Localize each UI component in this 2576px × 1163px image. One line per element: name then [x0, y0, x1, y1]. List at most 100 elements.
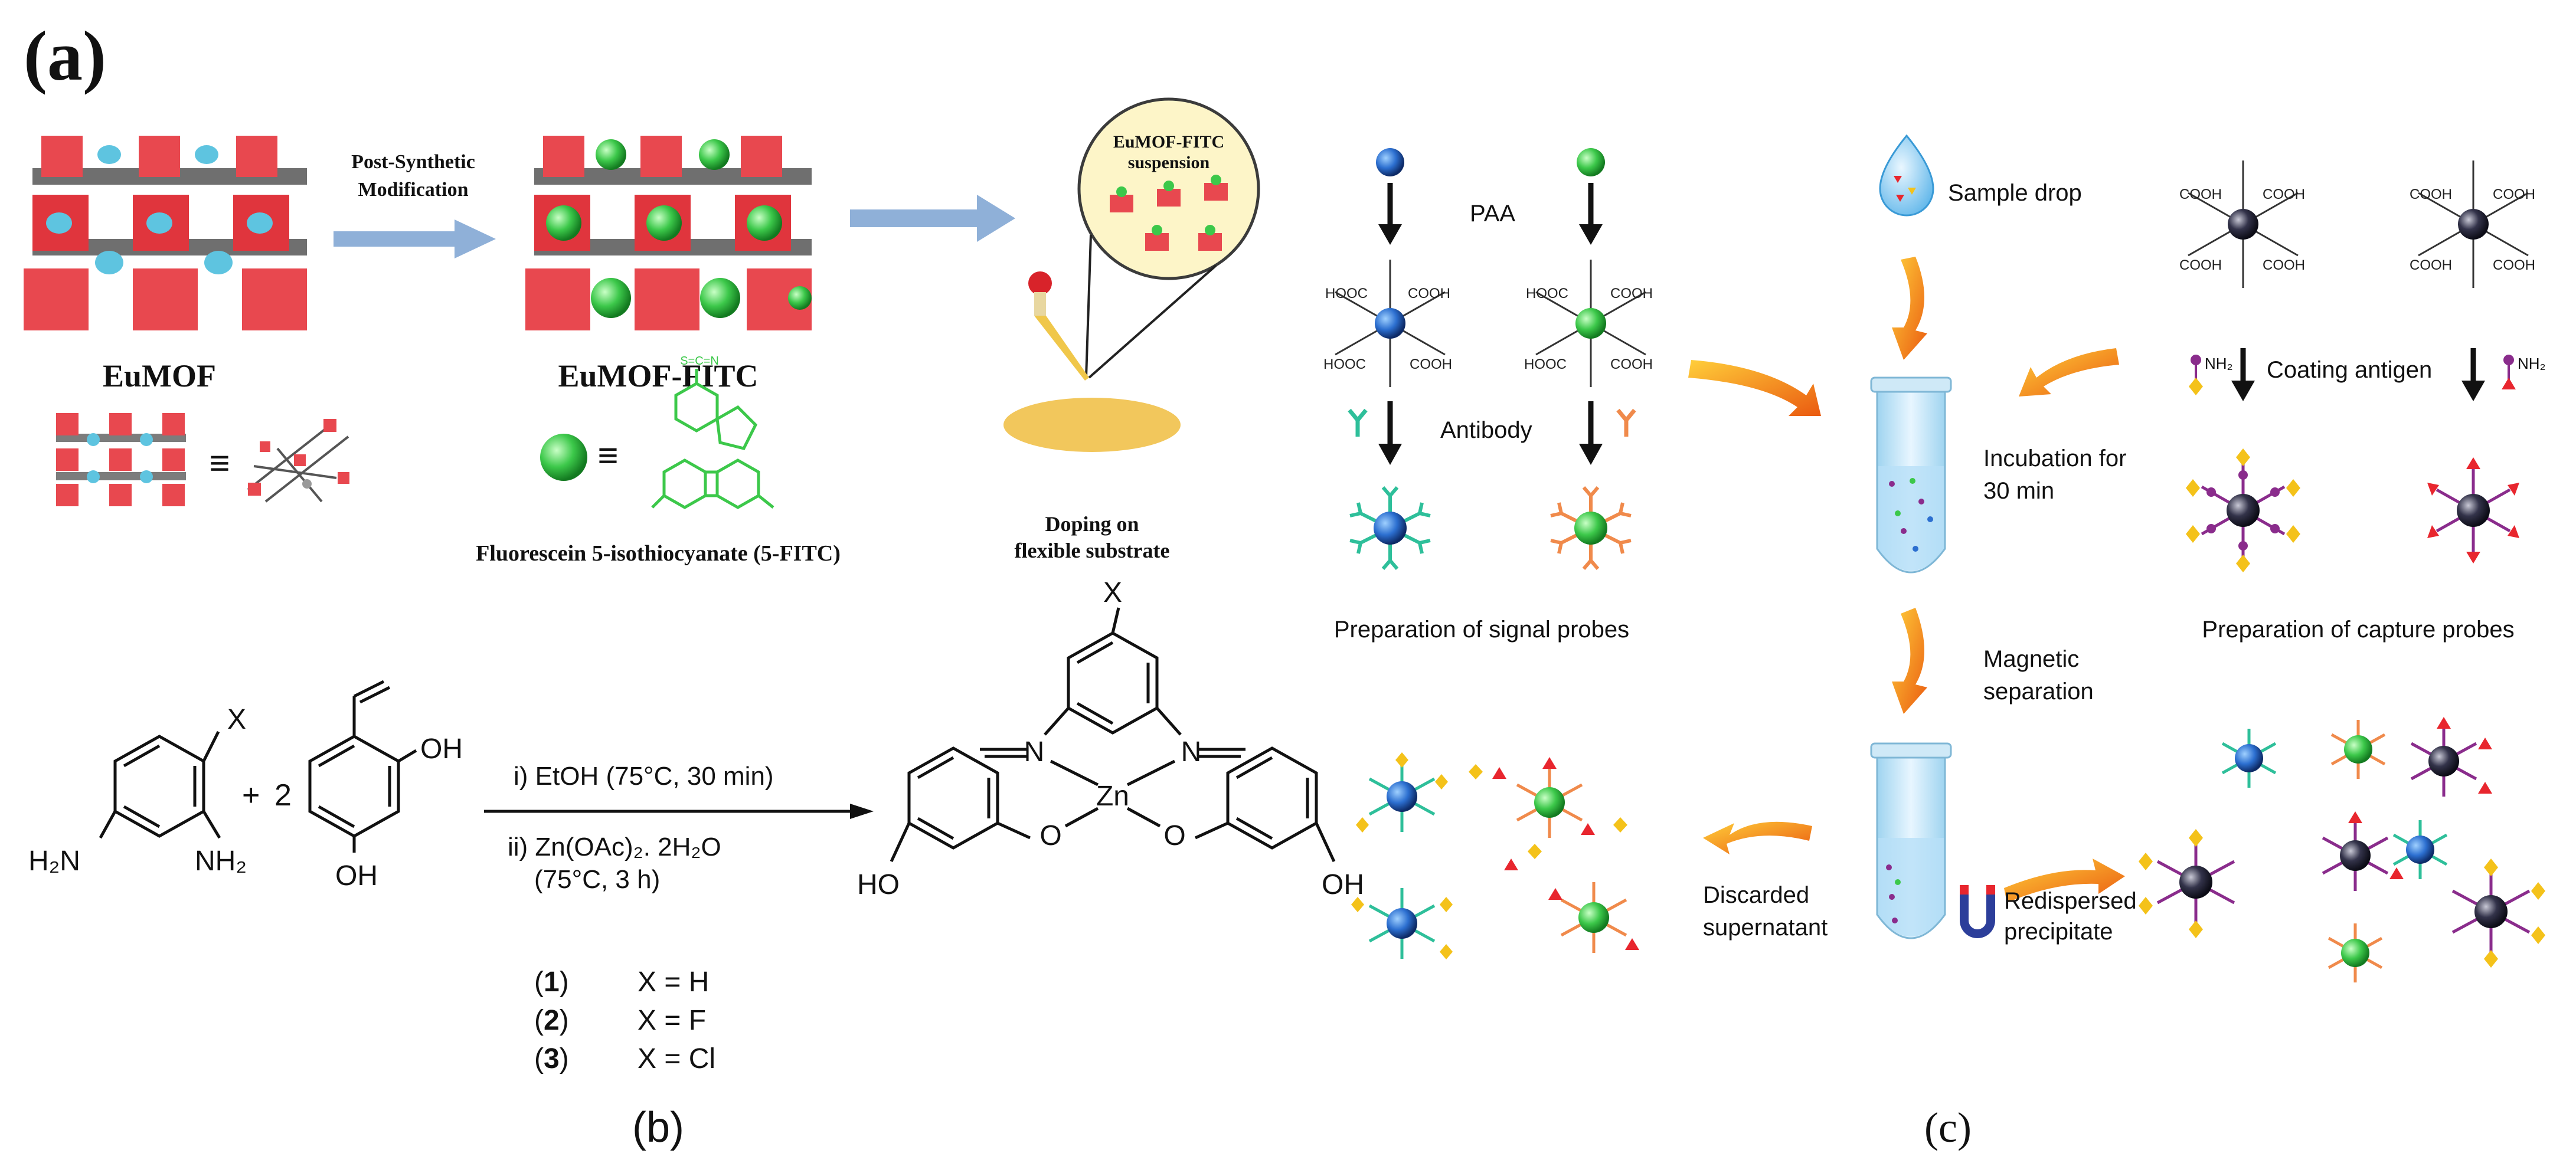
- precipitate-complex-1: [2139, 829, 2235, 938]
- compound-1-substituent: X = H: [638, 967, 709, 998]
- diamine-nh2-right: NH₂: [195, 846, 247, 877]
- arrow-to-doping: [850, 195, 1015, 242]
- eumof-label: EuMOF: [103, 358, 216, 394]
- precipitate-signal-probe-3: [2392, 820, 2448, 879]
- compound-2-number: (2): [534, 1005, 569, 1036]
- antibody-icon-orange: [1616, 408, 1636, 437]
- arrow-magnetic-separation: [1892, 608, 1927, 714]
- doping-label-2: flexible substrate: [1015, 539, 1170, 562]
- doping-label-1: Doping on: [1045, 512, 1139, 536]
- redispersed-label-2: precipitate: [2004, 919, 2113, 945]
- cooh-labels-signal: COOH HOOC COOH HOOC COOH HOOC COOH HOOC: [1323, 286, 1653, 372]
- paa-label: PAA: [1470, 201, 1515, 227]
- capture-probes-caption: Preparation of capture probes: [2202, 617, 2514, 643]
- antibody-icon-teal: [1348, 408, 1368, 437]
- cooh-blue-particle: [1335, 260, 1446, 387]
- arrow-coating-right-head: [2461, 381, 2485, 401]
- magnet-pole-left: [1960, 885, 1969, 895]
- precipitate-signal-probe-1: [2221, 729, 2277, 788]
- compound-2-substituent: X = F: [638, 1005, 706, 1036]
- panel-c: PAA COOH HOOC COOH HOOC COOH HOOC: [1323, 134, 2546, 1151]
- compound-1-number: (1): [534, 967, 569, 998]
- eumof-mini-framework: [56, 413, 186, 506]
- arrow-post-synthetic: [334, 220, 496, 258]
- sample-drop-analyte-3: [1896, 195, 1904, 202]
- aldehyde-oh-bottom: OH: [335, 860, 378, 892]
- suspension-particles: [1110, 175, 1228, 251]
- eumof-crystal-structure: [247, 419, 349, 503]
- eumof-framework-illustration: [24, 136, 307, 330]
- flexible-substrate: [1003, 398, 1181, 452]
- pipette-connector-2: [1088, 264, 1217, 379]
- sample-drop-analyte-1: [1894, 176, 1902, 183]
- magnet-pole-right: [1986, 885, 1995, 895]
- arrow-coating-left-head: [2231, 381, 2255, 401]
- product-n-right: N: [1181, 736, 1202, 768]
- condition-2: ii) Zn(OAc)₂. 2H₂O: [508, 833, 721, 861]
- suspension-label-1: EuMOF-FITC: [1113, 132, 1224, 152]
- zn-complex-structure: [890, 607, 1336, 863]
- arrow-paa-green-head: [1579, 224, 1603, 245]
- precipitate-complex-3: [2451, 859, 2545, 968]
- svg-text:COOH: COOH: [1408, 286, 1450, 302]
- svg-text:COOH: COOH: [1410, 356, 1452, 372]
- product-o-right: O: [1163, 820, 1185, 851]
- stoich-coefficient: 2: [274, 778, 292, 813]
- svg-text:COOH: COOH: [2263, 257, 2305, 273]
- precipitate-complex-4: [2410, 717, 2492, 797]
- capture-probe-yellow: [2186, 448, 2300, 572]
- svg-text:COOH: COOH: [2493, 186, 2535, 202]
- panel-c-label: (c): [1924, 1104, 1972, 1151]
- arrow-drop-to-tube: [1892, 257, 1927, 360]
- precipitate-signal-probe-2: [2330, 720, 2386, 779]
- blue-nanoparticle-icon: [1376, 148, 1404, 176]
- separation-tube-icon: [1870, 742, 1952, 939]
- redispersed-label-1: Redispersed: [2004, 888, 2137, 914]
- plus-sign: +: [242, 778, 260, 813]
- supernatant-probe-4: [1548, 882, 1639, 953]
- reaction-arrow-head: [850, 804, 874, 819]
- free-antigens-supernatant: [1469, 764, 1627, 870]
- supernatant-probe-3: [1351, 888, 1453, 959]
- diamine-structure: [99, 730, 221, 839]
- signal-probe-blue: [1349, 486, 1431, 570]
- svg-text:HOOC: HOOC: [1524, 356, 1567, 372]
- fitc-sphere-icon: [540, 434, 587, 481]
- svg-text:COOH: COOH: [2263, 186, 2305, 202]
- product-oh-label: OH: [1322, 869, 1364, 900]
- diamine-x-label: X: [227, 704, 246, 735]
- arrow-to-redispersed: [2004, 859, 2125, 903]
- incubation-label-1: Incubation for: [1983, 445, 2126, 471]
- panel-b-label: (b): [632, 1104, 684, 1151]
- supernatant-probe-2: [1516, 757, 1595, 838]
- capture-probe-red: [2427, 457, 2519, 564]
- condition-1: i) EtOH (75°C, 30 min): [514, 762, 774, 791]
- precipitate-complex-2: [2322, 811, 2404, 891]
- product-n-left: N: [1024, 736, 1045, 768]
- arrow-signal-to-tube: [1688, 360, 1821, 416]
- incubation-label-2: 30 min: [1983, 478, 2054, 504]
- product-o-left: O: [1039, 820, 1061, 851]
- equiv-symbol-mof: ≡: [209, 443, 230, 483]
- eumof-fitc-label: EuMOF-FITC: [558, 358, 758, 394]
- discarded-label-1: Discarded: [1703, 882, 1809, 908]
- fitc-molecule-structure: [651, 369, 774, 509]
- signal-probe-green: [1550, 486, 1632, 570]
- precipitate-signal-probe-4: [2327, 923, 2383, 982]
- compound-3-substituent: X = Cl: [638, 1043, 715, 1074]
- magnetic-label-1: Magnetic: [1983, 646, 2079, 672]
- nh2-label-left: NH₂: [2205, 355, 2233, 372]
- nh2-label-right: NH₂: [2518, 355, 2546, 372]
- coating-antigen-label: Coating antigen: [2267, 357, 2432, 383]
- magnetic-label-2: separation: [1983, 679, 2094, 705]
- sample-drop-analyte-2: [1908, 188, 1916, 195]
- svg-text:COOH: COOH: [1610, 356, 1653, 372]
- antibody-label: Antibody: [1440, 417, 1532, 443]
- diamine-nh2-left: H₂N: [28, 846, 80, 877]
- svg-text:COOH: COOH: [2410, 257, 2452, 273]
- svg-text:COOH: COOH: [2179, 186, 2222, 202]
- supernatant-probe-1: [1356, 752, 1448, 833]
- svg-text:COOH: COOH: [2493, 257, 2535, 273]
- post-synthetic-label-2: Modification: [358, 179, 469, 201]
